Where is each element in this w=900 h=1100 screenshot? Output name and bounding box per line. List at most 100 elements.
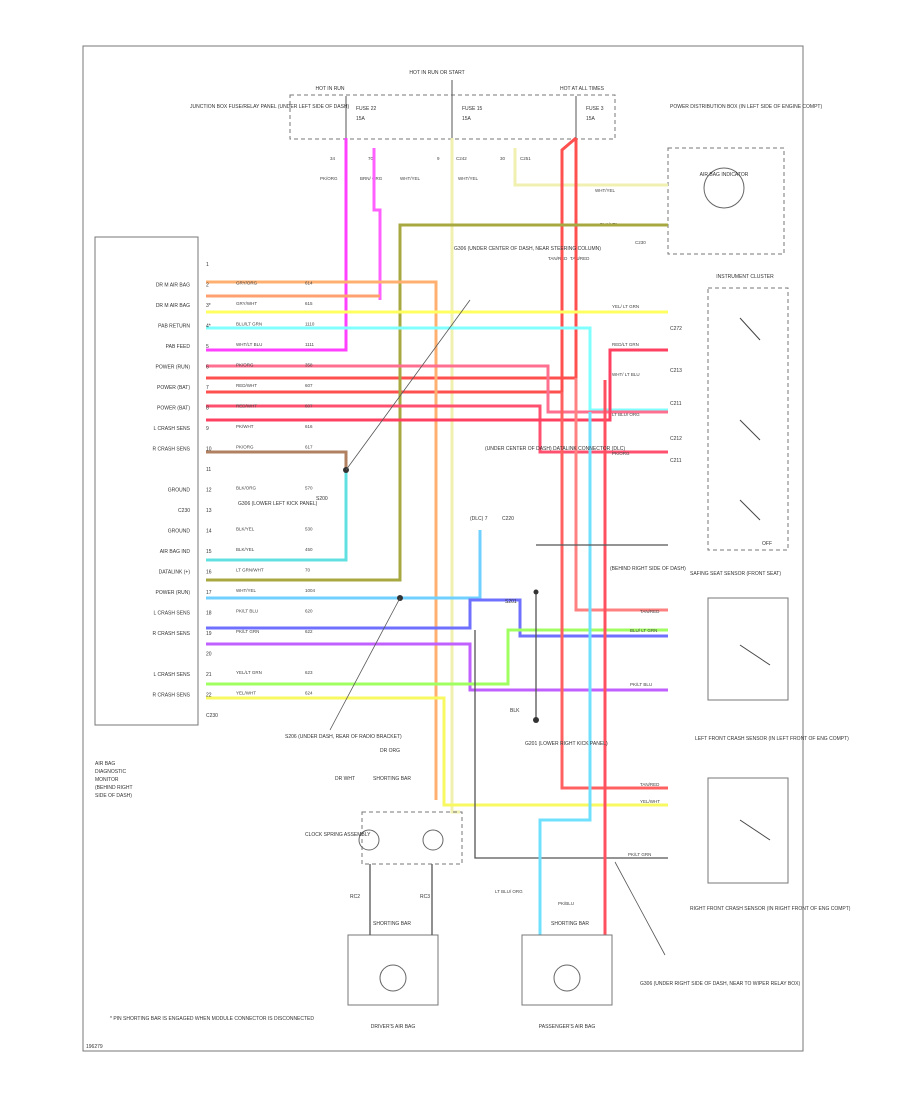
module-pin-circuit: 622 [305, 629, 313, 634]
wire-pk-ltblu [206, 598, 668, 638]
module-pin-circuit: 620 [305, 609, 313, 614]
module-pin-circuit: 570 [305, 486, 313, 491]
wire-tan-red-left [560, 392, 668, 790]
module-pin-wire-color: WHT/YEL [236, 588, 256, 593]
module-pin-number: 15 [206, 549, 212, 555]
behind-dash-label: (BEHIND RIGHT SIDE OF DASH) [610, 566, 686, 572]
module-pin-number: 6 [206, 365, 209, 371]
module-pin-circuit: 607 [305, 383, 313, 388]
module-pin-circuit: 617 [305, 445, 313, 450]
conn-c230-top: C230 [635, 240, 646, 245]
wire-yel-wht [206, 696, 668, 807]
cluster-wire-4: LT BLU/ ORG [612, 412, 640, 417]
left-switch-icon [739, 819, 771, 841]
module-pin-circuit: 450 [305, 547, 313, 552]
module-pin-circuit: 530 [305, 527, 313, 532]
driver-airbag-box [347, 934, 439, 1006]
fuse-15-amp: 15A [462, 116, 472, 122]
conn-c220: C220 [502, 516, 514, 522]
module-pin-circuit: 607 [305, 404, 313, 409]
module-pin-row: C230 [206, 713, 218, 719]
passenger-airbag-box [521, 934, 613, 1006]
instrument-cluster-box [707, 287, 789, 551]
module-pin-wire-color: PK/ORG [236, 445, 254, 450]
module-pin-circuit: 1004 [305, 588, 316, 593]
junction-box-label: JUNCTION BOX FUSE/RELAY PANEL (UNDER LEF… [190, 104, 350, 110]
module-pin-number: 21 [206, 672, 212, 678]
module-pin-label: L CRASH SENS [154, 611, 191, 617]
module-label-line-5: SIDE OF DASH) [95, 793, 132, 799]
pass-wire-2: PK/BLU [558, 901, 574, 906]
pass-wire-1: LT BLU/ ORG [495, 889, 523, 894]
clock-spring-box [361, 811, 463, 865]
wire-ltblu-org-pass [538, 412, 592, 935]
wire-label-wht-yel-2: WHT/YEL [458, 176, 478, 181]
wire-yel-ltgrn [206, 628, 668, 686]
module-pin-label: L CRASH SENS [154, 426, 191, 432]
wires [206, 136, 668, 935]
module-pin-wire-color: RED/WHT [236, 404, 257, 409]
wire-red-bat [206, 136, 577, 394]
module-pin-label: GROUND [168, 529, 191, 535]
module-label-line-2: DIAGNOSTIC [95, 769, 127, 775]
fuse-15: FUSE 15 15A [451, 80, 483, 138]
right-sensor-title: RIGHT FRONT CRASH SENSOR (IN RIGHT FRONT… [690, 906, 851, 912]
module-pin-row: 11 [206, 467, 211, 473]
module-pin-number: 12 [206, 488, 212, 494]
module-pin-number: 18 [206, 611, 212, 617]
clock-spring-label: CLOCK SPRING ASSEMBLY [305, 832, 371, 838]
module-pin-circuit: 1111 [305, 342, 315, 347]
module-pin-row: 1 [206, 262, 209, 268]
module-pin-number: 1 [206, 262, 209, 268]
module-pin-number: 17 [206, 590, 212, 596]
module-pin-number: 2 [206, 283, 209, 289]
wire-ltgrn-wht [206, 530, 482, 600]
ground-blk-label: BLK [510, 708, 520, 714]
wire-label-wht-yel-3: WHT/YEL [595, 188, 615, 193]
module-pin-wire-color: YEL/LT GRN [236, 670, 262, 675]
safing-wire-3: PK/LT BLU [630, 682, 652, 687]
g201-label: G201 (LOWER RIGHT KICK PANEL) [525, 741, 608, 747]
footnote: * PIN SHORTING BAR IS ENGAGED WHEN MODUL… [110, 1016, 314, 1022]
passenger-airbag-icon [553, 964, 581, 992]
conn-c242: C242 [456, 156, 467, 161]
leader-s206 [329, 597, 401, 731]
module-pin-wire-color: RED/WHT [236, 383, 257, 388]
module-pin-wire-color: BLK/YEL [236, 547, 255, 552]
hot-at-all-times-label: HOT AT ALL TIMES [560, 86, 605, 92]
indicator-housing [667, 147, 785, 255]
module-pin-number: 13 [206, 508, 212, 514]
module-pin-number: 22 [206, 693, 212, 699]
module-pin-number: 20 [206, 652, 212, 658]
dlc-pin-label: (DLC) 7 [470, 516, 488, 522]
module-pin-label: R CRASH SENS [152, 693, 190, 699]
s201-label: S201 [505, 599, 517, 605]
module-pin-number: 3* [206, 303, 211, 309]
wire-label-wht-yel-1: WHT/YEL [400, 176, 420, 181]
wire-red-ltgrn [206, 348, 668, 422]
hot-in-run-label: HOT IN RUN [315, 86, 344, 92]
module-pin-circuit: 358 [305, 363, 313, 368]
g306-lower-label: G306 (UNDER RIGHT SIDE OF DASH, NEAR TO … [640, 981, 800, 987]
left-wire-2: YEL/WHT [640, 799, 660, 804]
safing-wire-2: BLU/ LT GRN [630, 628, 657, 633]
module-pin-label: POWER (RUN) [156, 365, 191, 371]
left-sensor-title: LEFT FRONT CRASH SENSOR (IN LEFT FRONT O… [695, 736, 849, 742]
shorting-bar-1-label: SHORTING BAR [373, 776, 411, 782]
module-pin-label: GROUND [168, 488, 191, 494]
wire-wht-yel-main [450, 138, 460, 814]
module-pin-wire-color: YEL/WHT [236, 691, 256, 696]
cluster-wire-5: PK/ORG [612, 451, 630, 456]
splice-s200-label: S200 [316, 496, 328, 502]
module-pin-wire-color: GRY/WHT [236, 301, 257, 306]
cluster-wire-1: YEL/ LT GRN [612, 304, 639, 309]
safing-switch-icon [739, 644, 771, 666]
